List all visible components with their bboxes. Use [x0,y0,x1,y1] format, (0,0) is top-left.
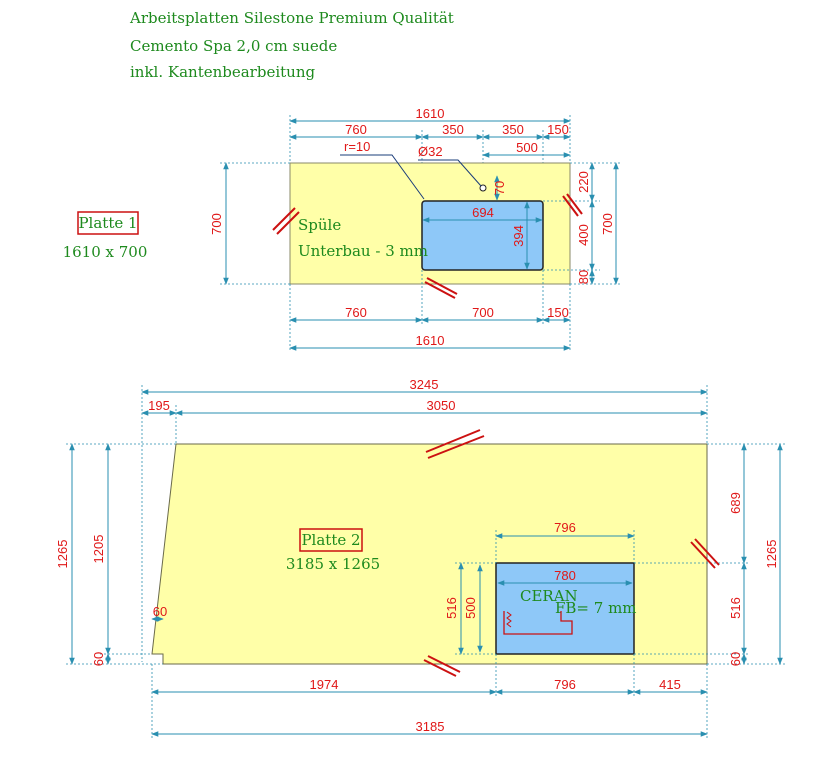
p1-sink-note: Unterbau - 3 mm [298,242,428,260]
p2-dim-689: 689 [728,492,743,514]
header-edging: inkl. Kantenbearbeitung [130,63,315,81]
p2-dim-516-right: 516 [728,597,743,619]
p2-dim-outer-796: 796 [554,520,576,535]
p1-dim-height-right: 700 [600,213,615,235]
p2-dim-right-60: 60 [728,652,743,666]
p2-dim-bottom-1974: 1974 [310,677,339,692]
p1-hole-leader [418,159,482,187]
p2-dim-left-1205: 1205 [91,535,106,564]
p1-edge-marks [272,193,583,299]
p1-dim-hole-70: 70 [492,181,507,195]
p1-dim-350a: 350 [442,122,464,137]
p2-dim-total-top: 3245 [410,377,439,392]
p1-dim-400: 400 [576,224,591,246]
p2-dim-inner-780: 780 [554,568,576,583]
header-material: Arbeitsplatten Silestone Premium Qualitä… [129,9,454,27]
p2-dim-500: 500 [463,597,478,619]
p1-dim-sink-width: 694 [472,205,494,220]
p1-hole-label: Ø32 [418,144,443,159]
plate-2-cooktop-cutout [495,562,635,655]
p1-dim-500: 500 [516,140,538,155]
p1-dim-height-left: 700 [209,213,224,235]
p1-dim-350b: 350 [502,122,524,137]
p2-dim-right-1265: 1265 [764,540,779,569]
plate-1-size: 1610 x 700 [63,243,148,261]
plate-2-name-box [299,528,363,552]
plate-2-size: 3185 x 1265 [286,555,380,573]
p1-dim-total-bottom: 1610 [416,333,445,348]
plate-1-name-box [77,211,139,235]
header-color: Cemento Spa 2,0 cm suede [130,37,337,55]
plate-2-drawing: 3245 195 3050 796 780 516 500 1265 1205 [55,377,785,738]
p2-dim-notch-60: 60 [153,604,167,619]
plate-1-tap-hole [479,184,487,192]
p1-dim-total-top: 1610 [416,106,445,121]
plate-2-name: Platte 2 [301,531,360,549]
p1-dim-bottom-700: 700 [472,305,494,320]
p2-cooktop-notch [503,611,573,635]
p2-dim-516-left: 516 [444,597,459,619]
p2-cooktop-note: FB= 7 mm [555,599,637,617]
p1-radius-label: r=10 [344,139,370,154]
p1-dim-220: 220 [576,171,591,193]
p1-dim-bottom-150: 150 [547,305,569,320]
p2-edge-marks [423,429,720,677]
p2-dim-bottom-415: 415 [659,677,681,692]
p1-dim-760: 760 [345,122,367,137]
p1-dim-150-top: 150 [547,122,569,137]
p1-dim-80: 80 [576,270,591,284]
p2-cooktop-zigzag [506,611,512,628]
p1-sink-label: Spüle [298,216,341,234]
p2-cooktop-label: CERAN [520,587,578,605]
plate-1-drawing: 1610 760 350 350 150 500 694 394 70 r=10… [209,106,622,352]
p2-dim-195: 195 [148,398,170,413]
p2-dim-left-1265: 1265 [55,540,70,569]
p1-dim-sink-height: 394 [511,225,526,247]
p1-dim-bottom-760: 760 [345,305,367,320]
p1-radius-leader [340,154,425,200]
p2-dim-3050: 3050 [427,398,456,413]
plate-1-name: Platte 1 [78,214,137,232]
p2-dim-bottom-796: 796 [554,677,576,692]
p2-dim-left-60: 60 [91,652,106,666]
p2-dim-total-bottom: 3185 [416,719,445,734]
